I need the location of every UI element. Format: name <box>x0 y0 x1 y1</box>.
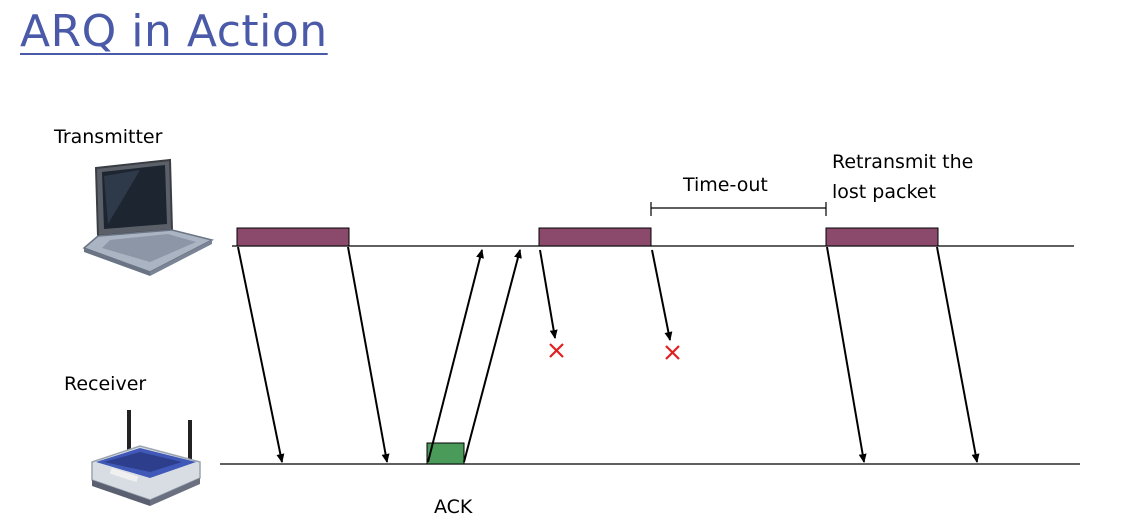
loss-x-mark-2 <box>665 345 680 360</box>
ack-end-arrow <box>463 249 522 463</box>
retransmit-label-line1: Retransmit the <box>832 151 974 173</box>
ack-start-arrow <box>427 249 484 463</box>
timeout-label: Time-out <box>683 174 768 196</box>
loss-x-mark-1 <box>549 343 564 358</box>
packet-2 <box>538 227 652 247</box>
page-title: ARQ in Action <box>20 6 328 57</box>
wireless-router-icon <box>91 410 201 506</box>
laptop-icon <box>82 158 215 276</box>
packet-1 <box>236 227 350 247</box>
timeout-interval <box>650 202 827 216</box>
packet-1-end-arrow <box>347 246 390 463</box>
transmitter-label: Transmitter <box>54 126 163 148</box>
retransmit-label-line2: lost packet <box>832 181 936 203</box>
packet-1-start-arrow <box>237 246 285 463</box>
packet-3-end-arrow <box>936 246 980 463</box>
packet-3-start-arrow <box>826 246 867 463</box>
receiver-label: Receiver <box>64 373 147 395</box>
ack-label: ACK <box>434 496 473 518</box>
packet-2-end-arrow <box>651 249 673 341</box>
packet-3-retransmit <box>825 227 939 247</box>
packet-2-start-arrow <box>539 249 558 339</box>
ack-packet <box>426 442 465 465</box>
